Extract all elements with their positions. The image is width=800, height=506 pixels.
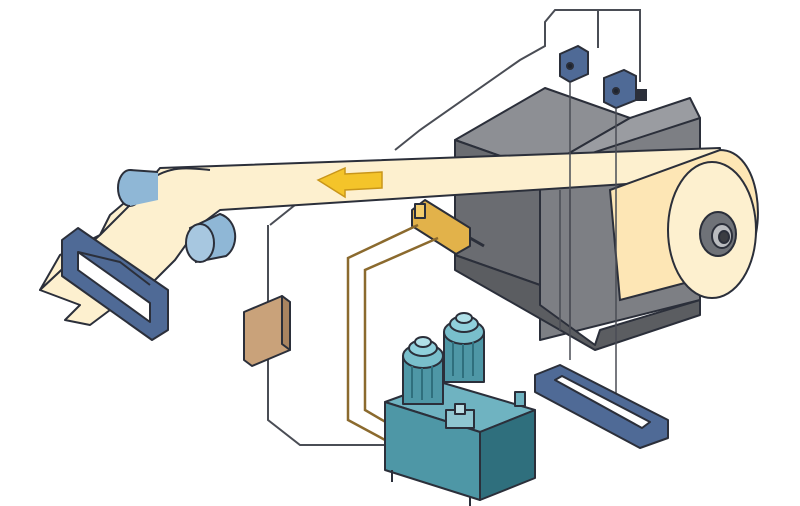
wire-sensor-top — [394, 9, 599, 151]
hydraulic-power-unit — [384, 312, 536, 506]
unwind-roll — [608, 148, 759, 302]
wire-sensor-right — [598, 9, 641, 82]
guide-frame-left — [61, 227, 169, 341]
idler-roller-bottom — [185, 212, 236, 264]
guide-frame-right — [534, 364, 669, 449]
edge-sensor-left — [559, 44, 589, 360]
edge-sensor-right — [603, 68, 647, 410]
hydraulic-actuator — [411, 199, 485, 255]
idler-roller-top — [117, 169, 159, 207]
arrow-left-icon — [316, 166, 383, 199]
controller-box — [243, 295, 291, 367]
